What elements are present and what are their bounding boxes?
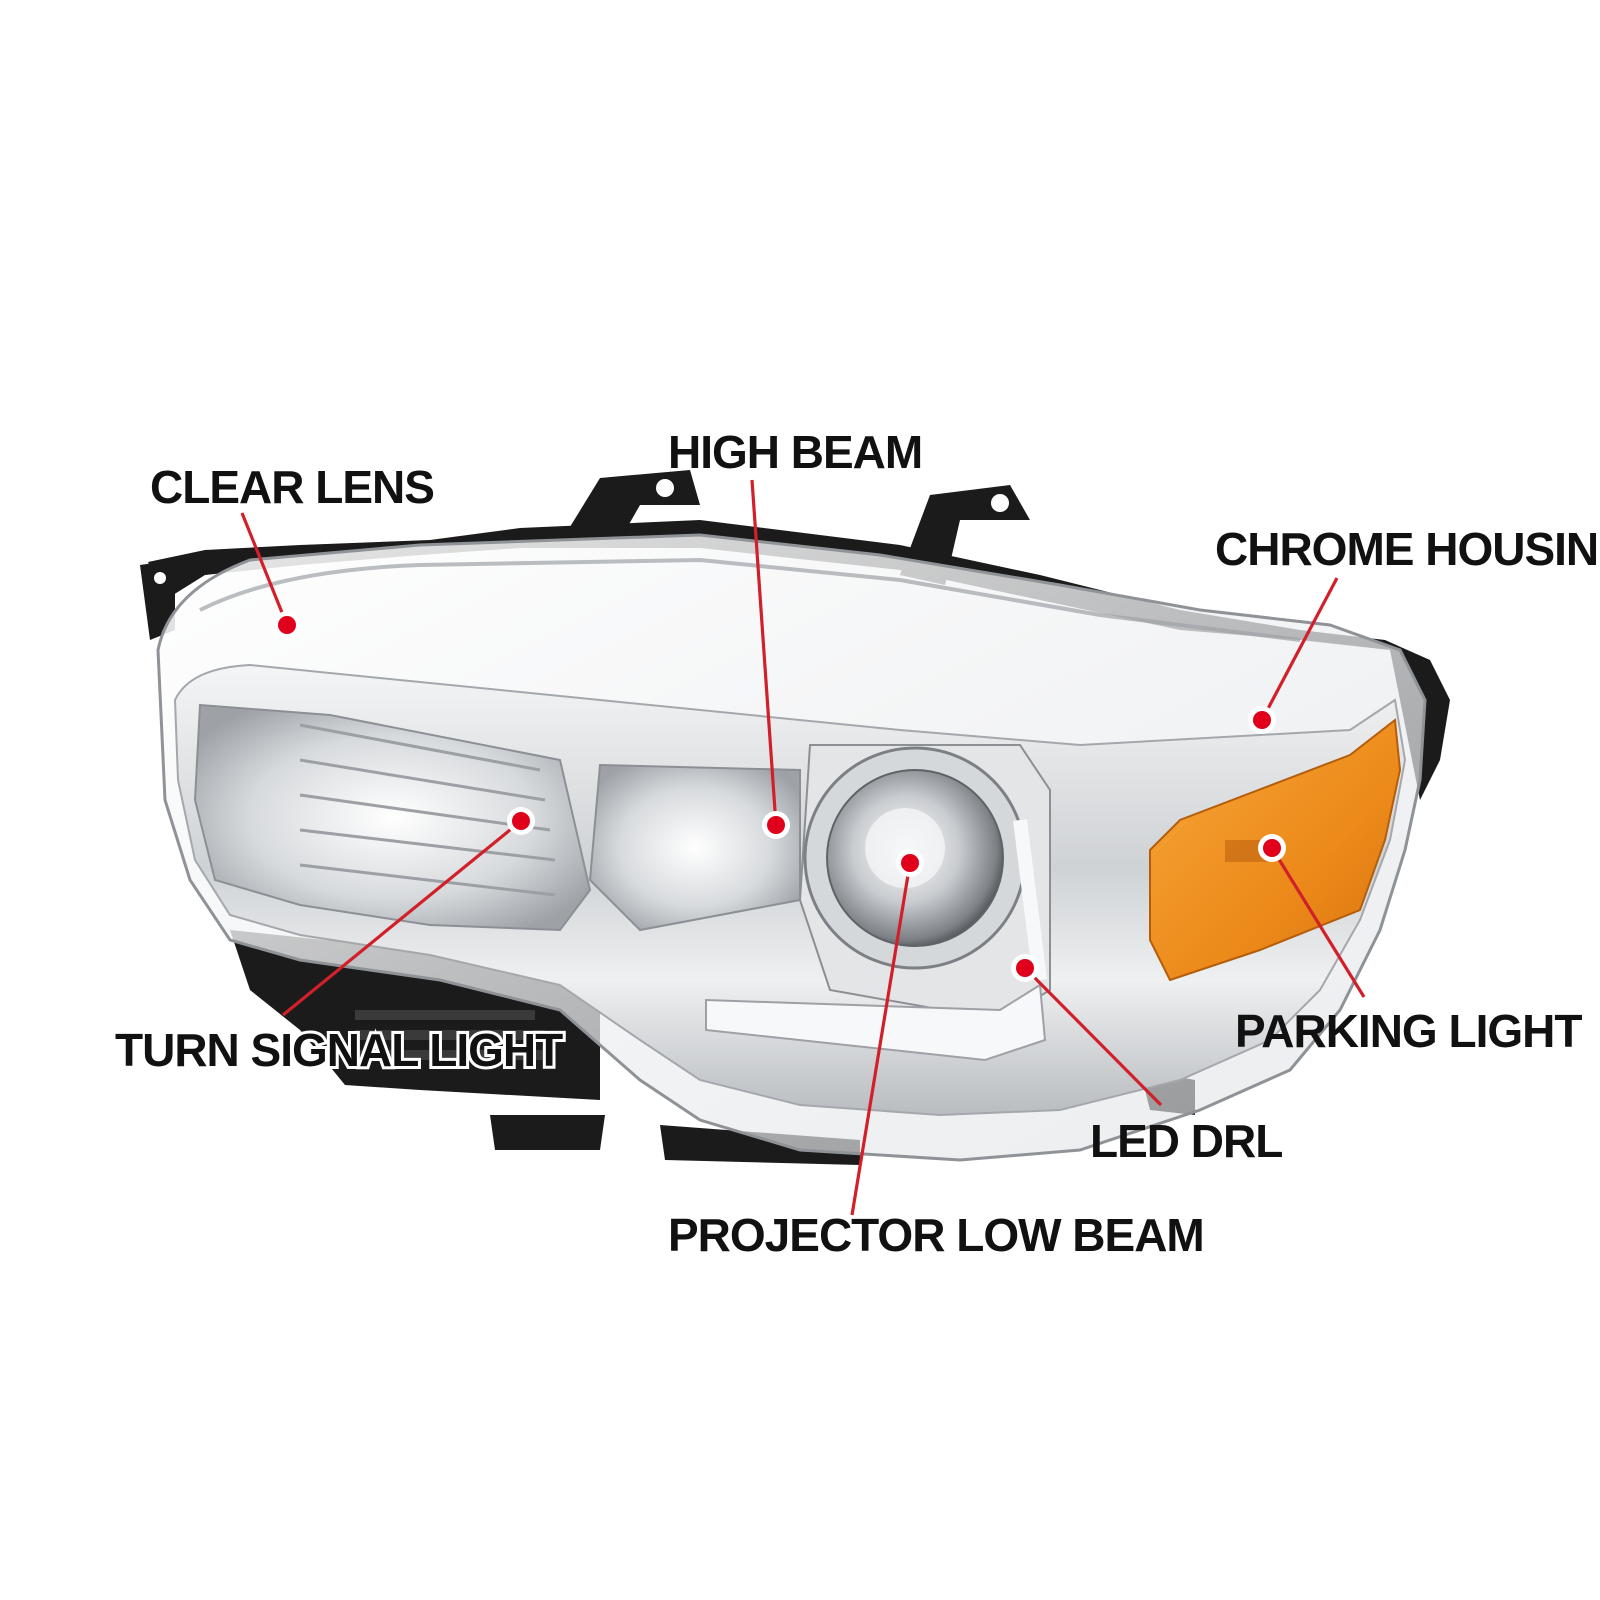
marker-parking-light: [1258, 834, 1286, 862]
label-turn-signal-light: TURN SIGNAL LIGHT: [115, 1024, 563, 1076]
label-led-drl: LED DRL: [1090, 1115, 1282, 1167]
led-drl-strip: [705, 983, 1047, 1062]
label-high-beam: HIGH BEAM: [668, 426, 922, 478]
mounting-holes: [154, 479, 1009, 584]
leader-high-beam: [750, 479, 778, 826]
high-beam-reflector: [588, 763, 801, 932]
leader-clear-lens: [240, 512, 289, 626]
leader-chrome-housing: [1260, 577, 1339, 721]
label-chrome-housing: CHROME HOUSING: [1215, 523, 1600, 575]
leader-projector-low-beam: [850, 862, 912, 1216]
marker-led-drl: [1011, 954, 1039, 982]
label-parking-light: PARKING LIGHT: [1235, 1005, 1582, 1057]
marker-chrome-housing: [1248, 706, 1276, 734]
projector-assembly: [798, 744, 1051, 1022]
headlight-assembly: [140, 470, 1450, 1165]
marker-high-beam: [762, 811, 790, 839]
leader-turn-signal: [281, 819, 523, 1017]
label-projector-low-beam: PROJECTOR LOW BEAM: [668, 1209, 1204, 1261]
leader-parking-light: [1270, 847, 1366, 998]
marker-clear-lens: [273, 611, 301, 639]
marker-projector-low-beam: [896, 849, 924, 877]
leader-led-drl: [1023, 966, 1163, 1107]
label-clear-lens: CLEAR LENS: [150, 461, 434, 513]
turn-signal-reflector: [193, 703, 592, 932]
marker-turn-signal: [507, 807, 535, 835]
callouts: CLEAR LENS HIGH BEAM CHROME HOUSING TURN…: [112, 426, 1600, 1261]
